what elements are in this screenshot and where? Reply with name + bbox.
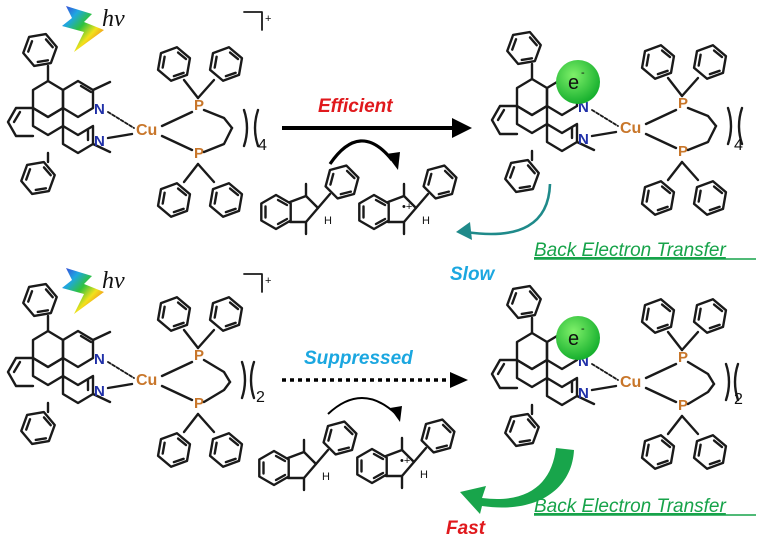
svg-text:N: N [94, 133, 105, 150]
svg-text:P: P [678, 143, 688, 160]
svg-text:•+: •+ [400, 455, 410, 467]
svg-text:H: H [422, 215, 430, 227]
repeat-count-top-right: 4 [734, 137, 743, 154]
donor-bih-top: H [260, 160, 362, 236]
svg-text:P: P [678, 349, 688, 366]
donor-bih-bottom: H [258, 416, 360, 492]
svg-text:•+: •+ [402, 201, 412, 213]
svg-text:Cu: Cu [620, 120, 641, 137]
svg-text:H: H [420, 469, 428, 481]
repeat-count-top-left: 4 [258, 137, 267, 154]
svg-text:P: P [194, 395, 204, 412]
bet-arrow-bottom [460, 448, 574, 514]
svg-text:P: P [678, 95, 688, 112]
svg-text:P: P [194, 97, 204, 114]
svg-text:N: N [578, 385, 589, 402]
repeat-count-bottom-left: 2 [256, 389, 265, 406]
donor-radical-bottom: H •+ [356, 414, 458, 490]
hv-label-bottom: hv [102, 268, 125, 294]
light-icon-top [62, 6, 104, 52]
svg-text:N: N [578, 353, 589, 370]
donor-curved-arrow-top [328, 139, 394, 165]
charge-bottom: + [265, 275, 271, 287]
cu-complex-top-right: N N Cu P P [492, 27, 744, 219]
svg-text:e: e [568, 72, 579, 94]
bet-label-bottom: Back Electron Transfer [534, 496, 727, 517]
donor-radical-top: H •+ [358, 160, 460, 236]
efficient-label: Efficient [318, 96, 393, 117]
electron-ball-icon-bottom: e - [556, 316, 600, 360]
charge-top: + [265, 13, 271, 25]
repeat-count-bottom-right: 2 [734, 391, 743, 408]
svg-text:N: N [94, 351, 105, 368]
svg-text:H: H [322, 471, 330, 483]
svg-text:N: N [94, 101, 105, 118]
svg-text:P: P [194, 145, 204, 162]
cu-complex-bottom-left: N N Cu P P [8, 279, 256, 471]
charge-bracket-top [243, 11, 263, 31]
electron-ball-icon-top: e - [556, 60, 600, 104]
fast-label: Fast [446, 518, 486, 539]
reaction-arrow-bottom [282, 372, 468, 388]
svg-text:-: - [581, 67, 585, 79]
charge-bracket-bottom [243, 273, 263, 293]
svg-text:P: P [194, 347, 204, 364]
svg-text:P: P [678, 397, 688, 414]
hv-label-top: hv [102, 6, 125, 32]
svg-text:N: N [578, 131, 589, 148]
cu-complex-top-left: N N Cu P P [8, 29, 260, 221]
svg-text:Cu: Cu [136, 122, 157, 139]
reaction-arrow-top [282, 118, 472, 138]
cu-complex-bottom-right: N N Cu P P [492, 281, 740, 473]
svg-text:H: H [324, 215, 332, 227]
svg-text:N: N [578, 99, 589, 116]
svg-text:Cu: Cu [136, 372, 157, 389]
bet-arrow-top [465, 183, 552, 236]
slow-label: Slow [450, 264, 496, 285]
donor-curved-arrow-bottom [327, 397, 397, 415]
svg-text:N: N [94, 383, 105, 400]
suppressed-label: Suppressed [304, 348, 413, 369]
svg-text:-: - [581, 323, 585, 335]
bet-label-top: Back Electron Transfer [534, 240, 727, 261]
svg-text:e: e [568, 328, 579, 350]
light-icon-bottom [62, 268, 104, 314]
svg-text:Cu: Cu [620, 374, 641, 391]
